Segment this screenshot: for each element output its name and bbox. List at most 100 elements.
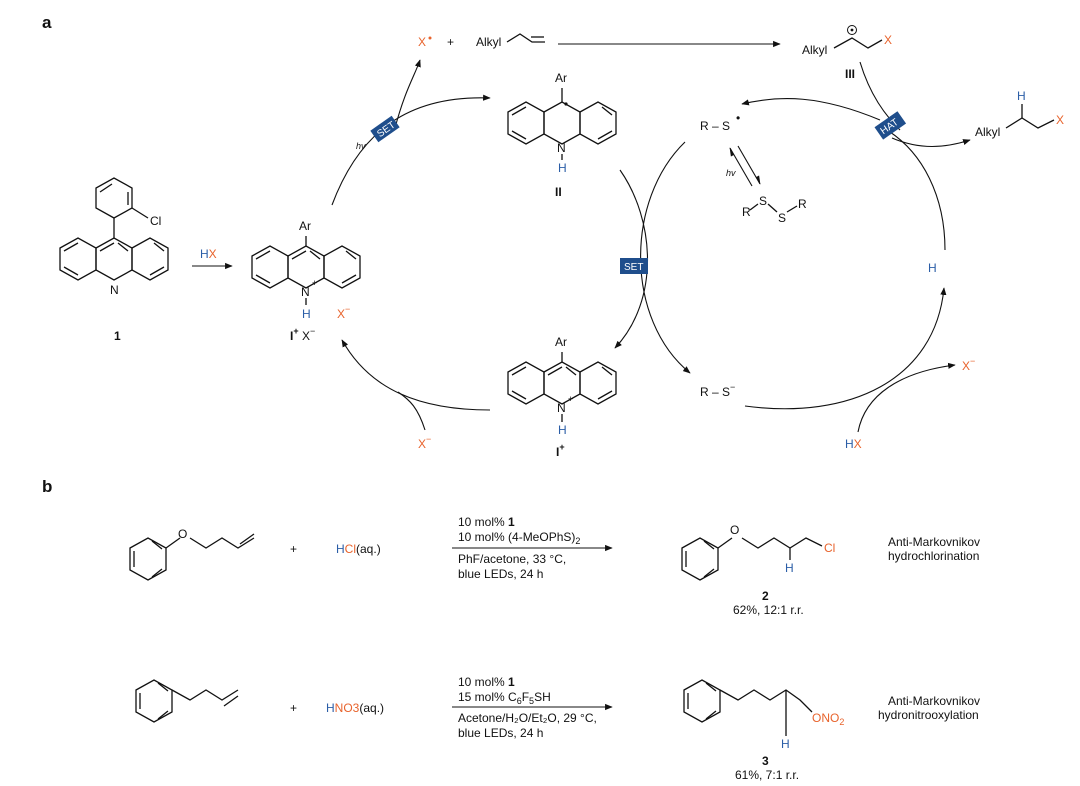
- right-cycle-upper-arc: [741, 97, 881, 121]
- disulfide-bond-2: [767, 203, 778, 213]
- reaction1-plus: +: [290, 542, 297, 556]
- set-badge-middle: [620, 258, 648, 274]
- disulfide-bond-1: [749, 203, 759, 211]
- product-III-x: X: [884, 33, 892, 47]
- x-radical-label: X: [418, 35, 426, 49]
- hx-reagent-label: HX: [200, 247, 217, 261]
- radical-II-h: H: [558, 161, 567, 175]
- reaction2-cond-above-1: 10 mol% 1: [458, 675, 515, 689]
- acridinium-bottom-plus: +: [568, 394, 573, 404]
- radical-II-ar: Ar: [555, 71, 567, 85]
- acridinium-I-plus: +: [312, 278, 317, 288]
- hat-product-bonds: [1005, 117, 1055, 129]
- acridinium-I-n: N: [301, 285, 310, 299]
- product-III-radical-circle: [847, 25, 857, 35]
- hat-badge: [874, 111, 907, 140]
- radical-II-caption: II: [555, 185, 562, 199]
- acridinium-I-ar: Ar: [299, 219, 311, 233]
- reaction2-cond-above-2: 15 mol% C6F5SH: [458, 690, 551, 706]
- hat-to-product-arrow: [891, 137, 971, 148]
- reaction1-product-cl: Cl: [824, 541, 835, 555]
- radical-II-n: N: [557, 141, 566, 155]
- reaction2-product-number: 3: [762, 754, 769, 768]
- acridinium-bottom-ar: Ar: [555, 335, 567, 349]
- reaction2-cond-below-2: blue LEDs, 24 h: [458, 726, 543, 740]
- hx-bottom-right: HX: [845, 437, 862, 451]
- hv-middle-label: hv: [726, 168, 736, 178]
- reaction2-desc-2: hydronitrooxylation: [878, 708, 979, 722]
- product-III-alkyl: Alkyl: [802, 43, 827, 57]
- x-anion-right: X−: [962, 356, 975, 373]
- thiol-label: H: [928, 261, 937, 275]
- left-cycle-upper-arc: [331, 94, 491, 206]
- alkene-bonds: [506, 33, 545, 43]
- thiyl-dot: •: [736, 111, 740, 125]
- x-radical-release-arrow: [394, 59, 421, 129]
- acridinium-bottom-h: H: [558, 423, 567, 437]
- reaction2-product-yield: 61%, 7:1 r.r.: [735, 768, 799, 782]
- reaction1-desc-2: hydrochlorination: [888, 549, 979, 563]
- reaction1-substrate-structure: [129, 533, 255, 581]
- hat-product-alkyl: Alkyl: [975, 125, 1000, 139]
- equilibrium-reverse: [729, 147, 753, 187]
- x-anion-bottom-left: X−: [418, 434, 431, 451]
- right-cycle-lower-arc: [744, 287, 947, 410]
- top-plus: +: [447, 35, 454, 49]
- reaction1-product-o: O: [730, 523, 739, 537]
- reaction1-product-structure: [681, 537, 823, 581]
- hat-product-h: H: [1017, 89, 1026, 103]
- product-III-bonds: [833, 37, 883, 49]
- x-anion-incoming-arc: [397, 391, 426, 431]
- disulfide-s1: S: [759, 194, 767, 208]
- reaction1-cond-below-1: PhF/acetone, 33 °C,: [458, 552, 566, 566]
- product-III-radical-dot: [850, 28, 854, 32]
- reaction1-reagent: HCl(aq.): [336, 542, 381, 556]
- reaction1-product-yield: 62%, 12:1 r.r.: [733, 603, 804, 617]
- left-cycle-lower-arc: [341, 339, 491, 411]
- thiyl-label: R – S: [700, 119, 730, 133]
- compound-1-structure: [59, 177, 169, 281]
- x-radical-dot: [428, 36, 432, 40]
- acridinium-bottom-caption: I+: [556, 442, 565, 459]
- reaction1-substrate-o: O: [178, 527, 187, 541]
- reaction2-desc-1: Anti-Markovnikov: [888, 694, 980, 708]
- reaction2-reagent: HNO3(aq.): [326, 701, 384, 715]
- reaction2-product-h: H: [781, 737, 790, 751]
- set-badge-middle-text: SET: [624, 262, 643, 273]
- acridinium-I-caption: I+ X−: [290, 326, 315, 343]
- acridinium-I-x: X−: [337, 304, 350, 321]
- panel-a-label: a: [42, 13, 52, 32]
- reaction2-product-structure: [683, 679, 813, 736]
- acridinium-bottom-n: N: [557, 401, 566, 415]
- thiolate-label: R – S−: [700, 382, 735, 399]
- disulfide-r1: R: [742, 205, 751, 219]
- hv-left-label: hv: [356, 141, 366, 151]
- hx-to-x-anion-arrow: [857, 362, 956, 433]
- reaction1-cond-below-2: blue LEDs, 24 h: [458, 567, 543, 581]
- reaction2-cond-below-1: Acetone/H₂O/Et₂O, 29 °C,: [458, 711, 597, 725]
- reaction2-plus: +: [290, 701, 297, 715]
- reaction2-product-ono2: ONO2: [812, 711, 844, 727]
- compound-1-n-label: N: [110, 283, 119, 297]
- panel-b-label: b: [42, 477, 52, 496]
- set-badge-left: [370, 115, 400, 143]
- reaction1-desc-1: Anti-Markovnikov: [888, 535, 980, 549]
- acridinium-bottom-structure: [507, 352, 617, 422]
- reaction1-product-number: 2: [762, 589, 769, 603]
- reaction1-cond-above-2: 10 mol% (4-MeOPhS)2: [458, 530, 580, 546]
- acridinium-I-structure: [251, 236, 361, 305]
- equilibrium-forward: [737, 145, 761, 185]
- reaction2-substrate-structure: [135, 679, 239, 723]
- reaction1-cond-above-1: 10 mol% 1: [458, 515, 515, 529]
- acridine-radical-II-structure: [507, 88, 617, 160]
- acridinium-I-h: H: [302, 307, 311, 321]
- right-cycle-right-arc: [879, 125, 946, 251]
- reaction1-product-h: H: [785, 561, 794, 575]
- disulfide-r2: R: [798, 197, 807, 211]
- disulfide-s2: S: [778, 211, 786, 225]
- compound-1-cl-label: Cl: [150, 214, 161, 228]
- product-III-caption: III: [845, 67, 855, 81]
- hat-product-x: X: [1056, 113, 1064, 127]
- alkene-alkyl-label: Alkyl: [476, 35, 501, 49]
